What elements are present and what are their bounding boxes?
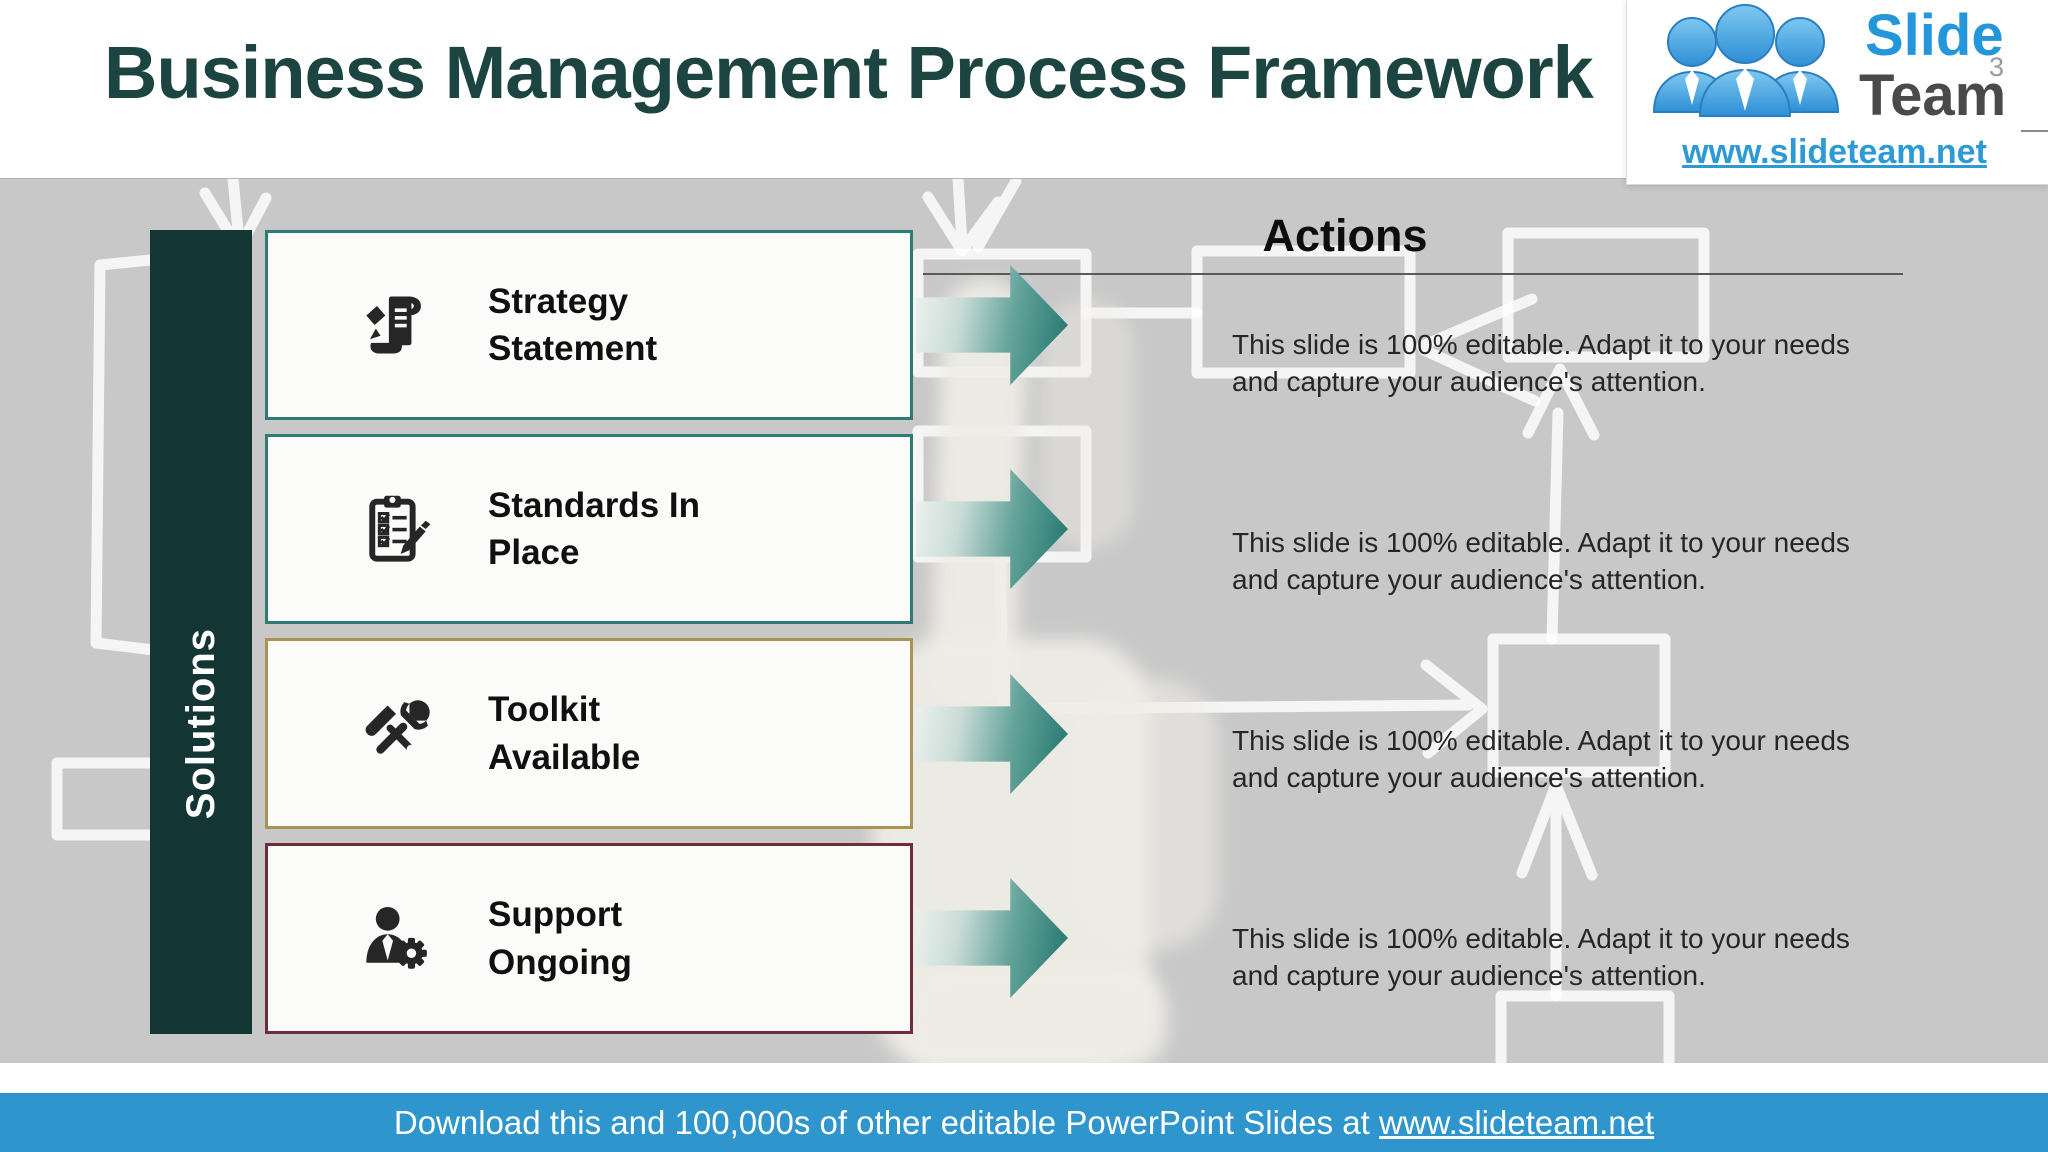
hammer-wrench-icon [365,699,430,754]
solution-box-toolkit-available: Toolkit Available [265,638,913,829]
solution-box-standards-in-place: Standards In Place [265,434,913,624]
action-note-4: This slide is 100% editable. Adapt it to… [1232,923,1850,992]
solutions-sidebar-label: Solutions [178,628,223,820]
action-note-2: This slide is 100% editable. Adapt it to… [1232,527,1850,596]
hand-photo-knuckles [1078,679,1218,949]
scroll-pen-icon [366,296,421,354]
footer-white-strip [0,1063,2048,1093]
chalk-down-arrow-center [922,179,1022,257]
solution-box-strategy-statement: Strategy Statement [265,230,913,420]
chalk-box-center-2 [1191,245,1416,379]
solution-box-support-ongoing: Support Ongoing [265,843,913,1034]
chalk-bracket-left [90,253,168,657]
action-note-3: This slide is 100% editable. Adapt it to… [1232,725,1850,794]
action-note-1: This slide is 100% editable. Adapt it to… [1232,329,1850,398]
footer-text: Download this and 100,000s of other edit… [393,1103,1379,1141]
solution-label: Support Ongoing [488,895,632,982]
page-title: Business Management Process Framework [104,31,1594,114]
chalk-left-arrowhead [1416,293,1541,407]
decorative-dash [2021,130,2048,132]
slideteam-logo-card: Slide Team 3 www.slideteam.net [1626,0,2048,185]
chalk-box-right-bottom [1495,990,1675,1064]
footer-slideteam-link[interactable]: www.slideteam.net [1379,1103,1655,1141]
hand-photo-fingertip [1042,299,1134,549]
solutions-sidebar: Solutions [150,230,252,1034]
solution-label: Standards In Place [488,485,700,572]
chalk-box-right-top [1502,227,1710,363]
logo-brand-slide: Slide [1865,3,2004,68]
actions-divider-line [923,273,1903,275]
clipboard-checklist-icon [369,495,431,562]
chalk-up-arrow-2 [1516,779,1598,1002]
hand-photo-wrist [905,969,1167,1064]
page-number: 3 [1989,52,2005,82]
logo-brand-team: Team [1859,63,2007,128]
person-gear-icon [366,906,427,969]
slideteam-people-icon [1652,4,1840,117]
chalk-up-arrow-1 [1522,363,1600,645]
chalk-box-right-middle [1487,633,1671,778]
footer-banner: Download this and 100,000s of other edit… [0,1093,2048,1152]
actions-heading: Actions [1262,210,1428,261]
solution-label: Strategy Statement [488,281,658,368]
solution-label: Toolkit Available [488,690,641,777]
slideteam-url-link[interactable]: www.slideteam.net [1682,133,1987,171]
